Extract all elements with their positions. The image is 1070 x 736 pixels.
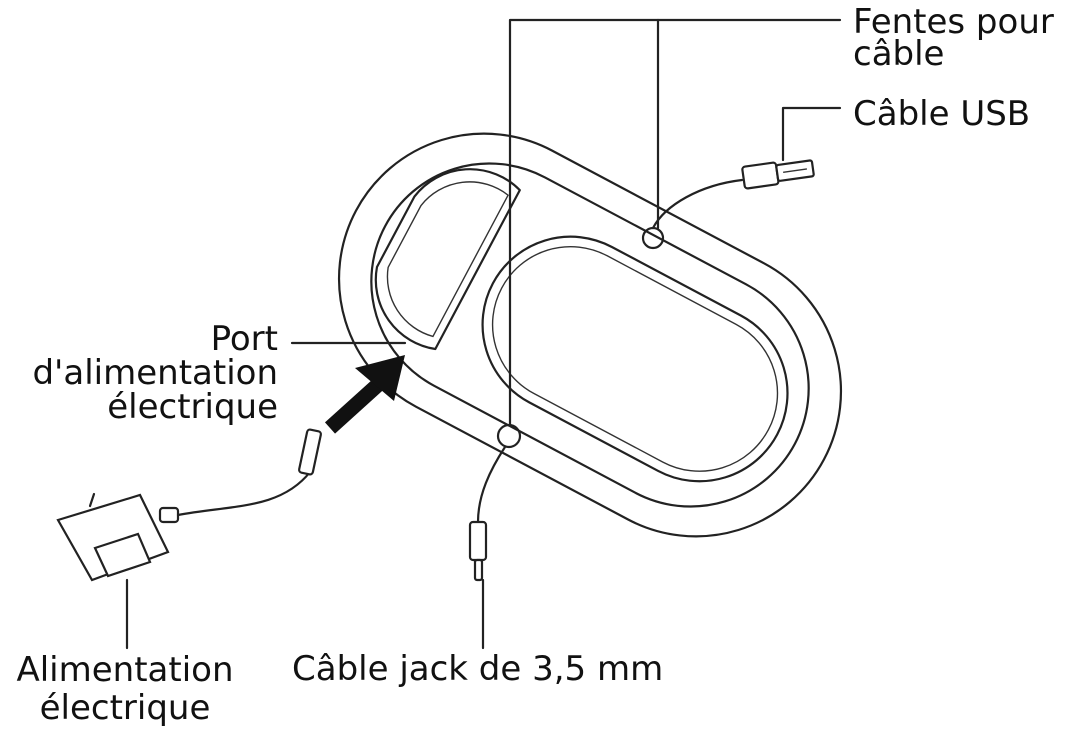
arrow-head bbox=[355, 355, 405, 401]
base-main-cavity bbox=[481, 235, 789, 483]
label-power-port-line2: d'alimentation bbox=[32, 353, 278, 393]
label-power-port-line3: électrique bbox=[107, 387, 278, 427]
label-jack-cable: Câble jack de 3,5 mm bbox=[292, 649, 664, 689]
label-power-supply: Alimentation électrique bbox=[0, 651, 250, 727]
leader-lines bbox=[125, 18, 842, 650]
usb-plug-slot bbox=[783, 168, 808, 174]
leader-usb bbox=[781, 106, 842, 162]
label-power-supply-line2: électrique bbox=[39, 688, 211, 728]
label-cable-slots-line2: câble bbox=[853, 34, 945, 74]
power-cable-wire bbox=[176, 470, 312, 517]
label-cable-slots-line1: Fentes pour bbox=[853, 2, 1054, 42]
label-power-port-line1: Port bbox=[210, 319, 278, 359]
jack-plug-tip bbox=[473, 558, 484, 582]
power-adapter-icon bbox=[56, 492, 180, 582]
label-usb-cable: Câble USB bbox=[853, 94, 1031, 134]
adapter-pin bbox=[88, 492, 96, 508]
leader-slots-left bbox=[508, 18, 842, 427]
usb-plug-body bbox=[741, 161, 780, 190]
label-power-port: Port d'alimentation électrique bbox=[10, 322, 278, 424]
jack-plug-body bbox=[468, 520, 488, 562]
base-small-cavity bbox=[374, 168, 521, 351]
power-plug-icon bbox=[298, 428, 322, 476]
label-power-supply-line1: Alimentation bbox=[16, 650, 234, 690]
speaker-base-icon bbox=[337, 132, 843, 538]
adapter-face bbox=[93, 532, 152, 578]
jack-cable-wire bbox=[476, 445, 507, 524]
arrow-pointer-icon bbox=[324, 355, 405, 434]
adapter-cable-sleeve bbox=[158, 506, 180, 524]
arrow-shaft bbox=[324, 375, 388, 434]
base-small-groove bbox=[386, 181, 509, 338]
jack-connector-icon bbox=[468, 520, 488, 582]
base-outer-rim bbox=[337, 132, 843, 538]
label-cable-slots: Fentes pour câble bbox=[853, 2, 1054, 74]
usb-connector-icon bbox=[741, 159, 815, 190]
